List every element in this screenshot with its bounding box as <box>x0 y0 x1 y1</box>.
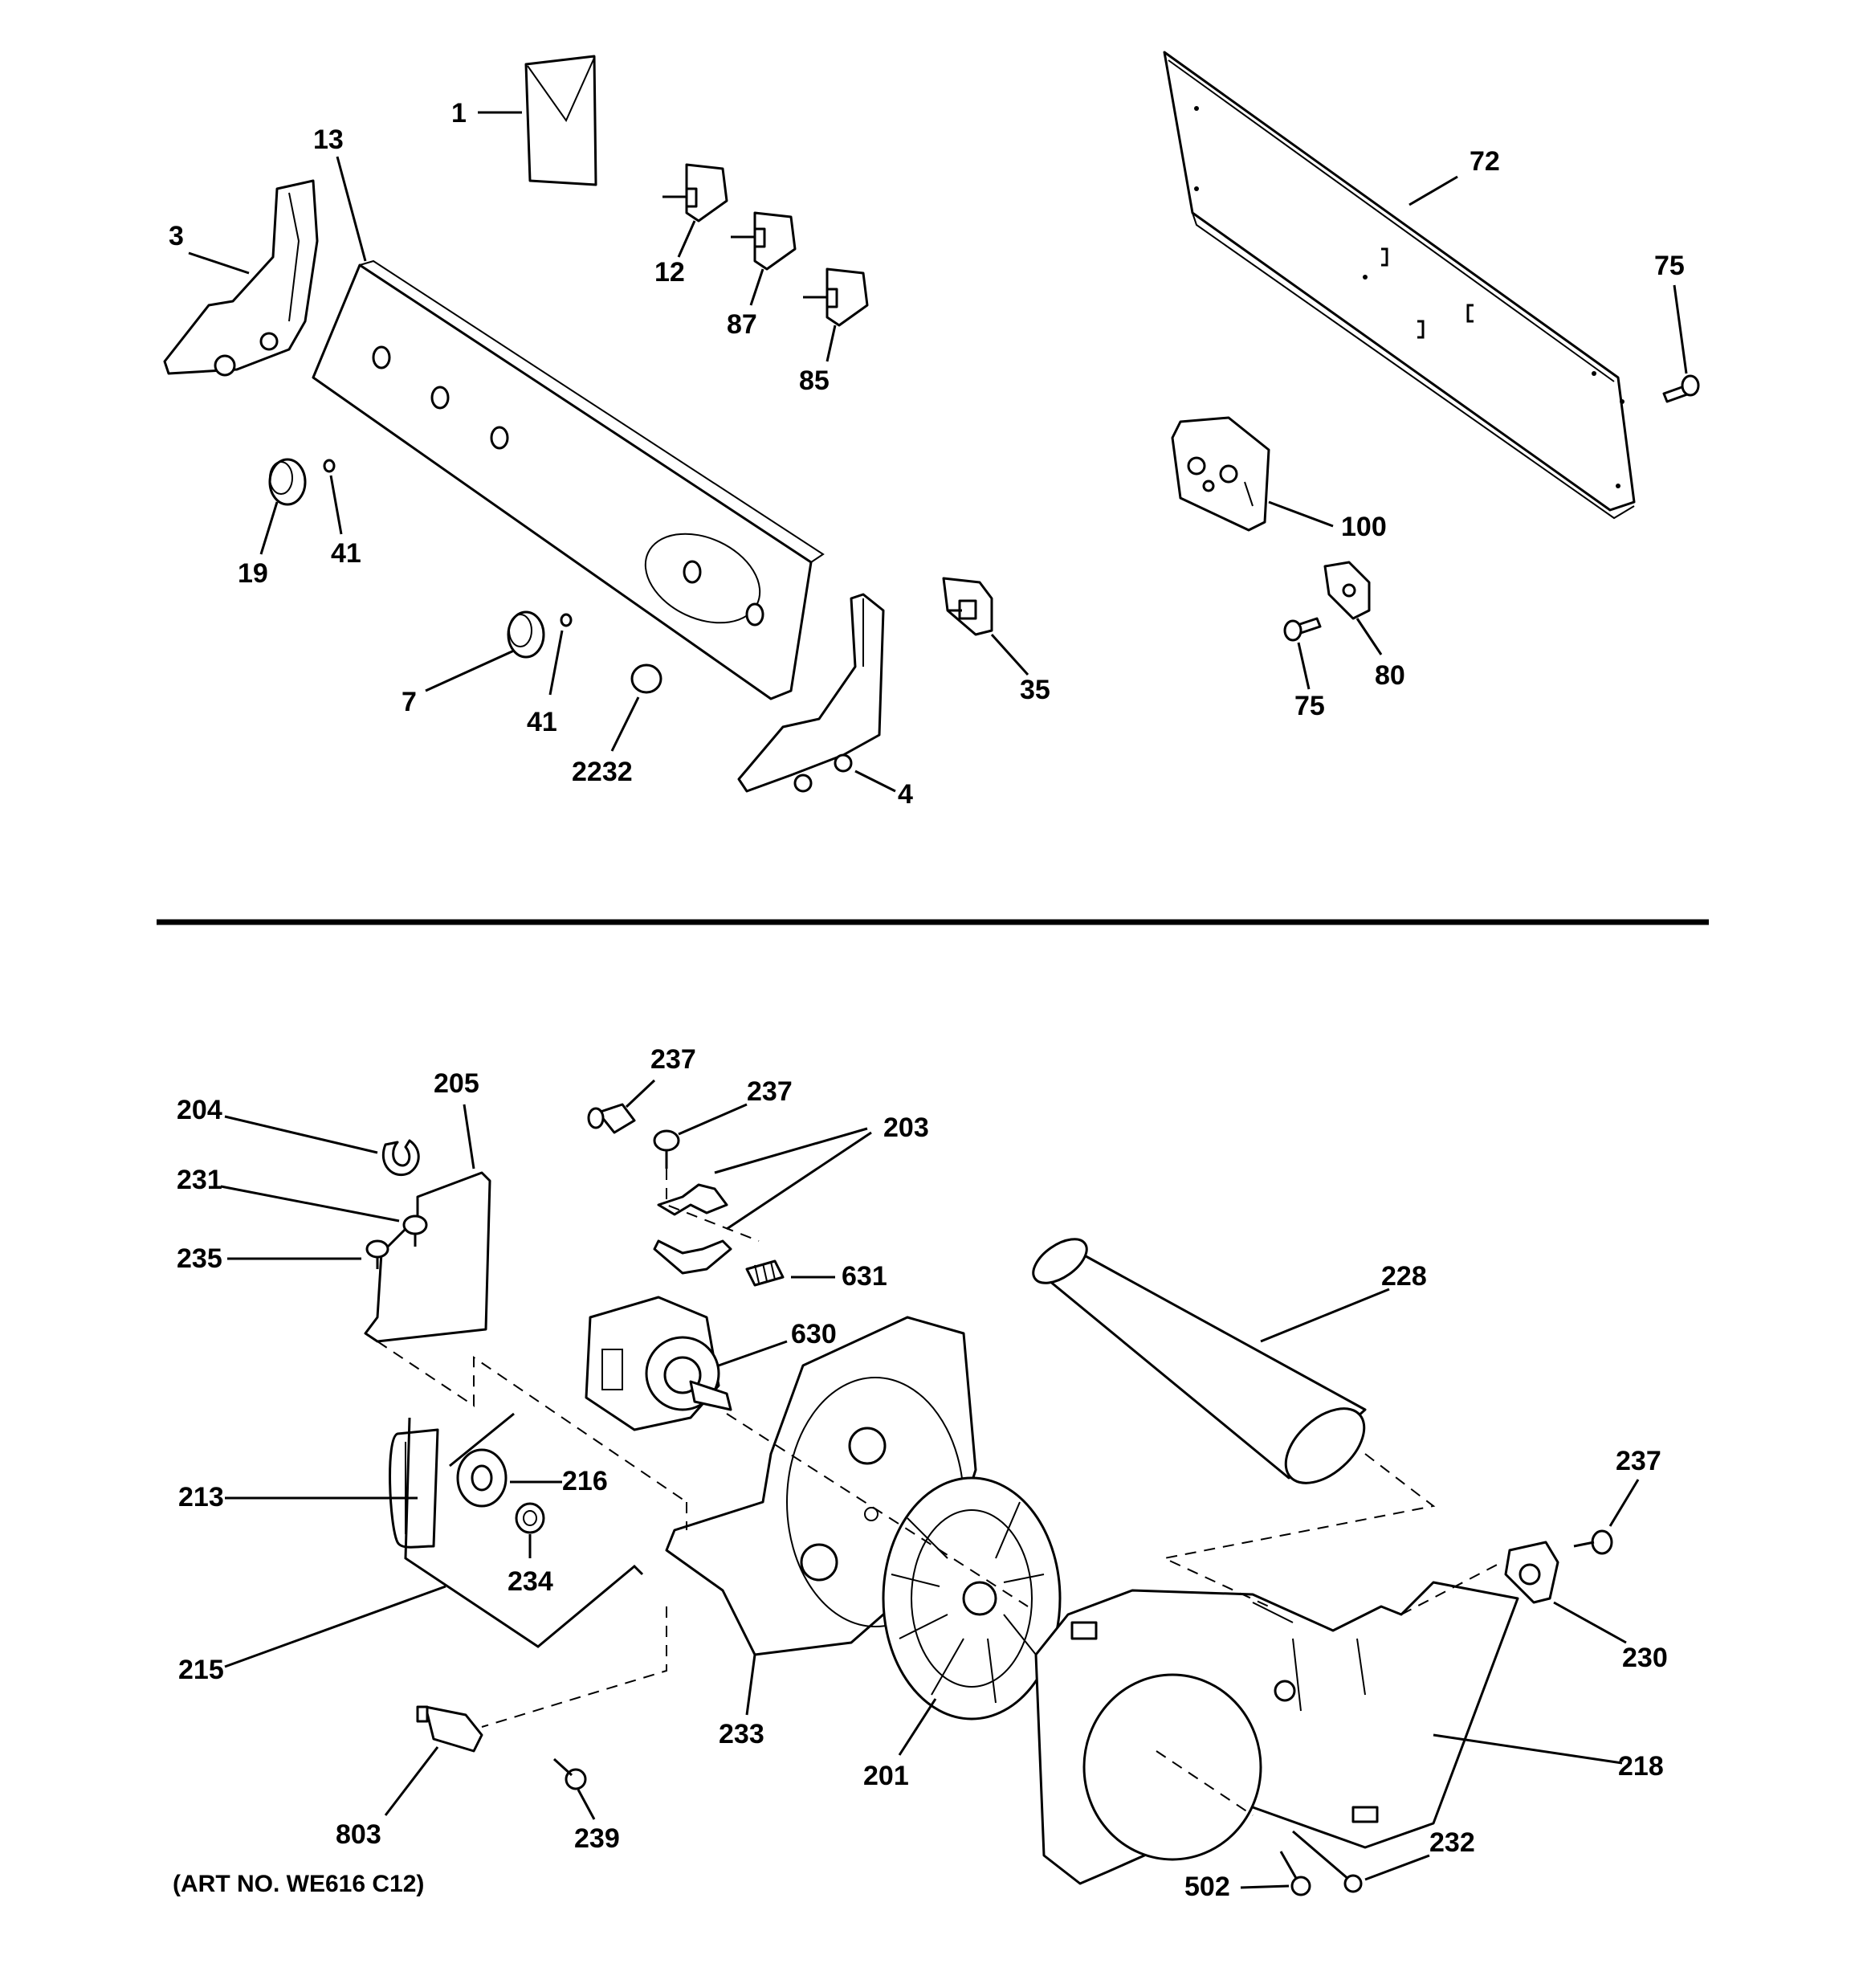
art-number-label: (ART NO. WE616 C12) <box>173 1871 424 1897</box>
part-213-belt <box>389 1428 439 1549</box>
callout-803: 803 <box>336 1819 381 1850</box>
part-228-duct <box>1032 1238 1367 1484</box>
part-201-blower-wheel <box>882 1476 1062 1721</box>
callout-239: 239 <box>574 1823 620 1854</box>
callout-237-a: 237 <box>650 1044 696 1075</box>
callout-2232: 2232 <box>572 757 633 787</box>
part-72-rear-panel <box>1163 51 1636 520</box>
part-205-motor-bracket <box>364 1171 491 1343</box>
part-35-switch <box>942 577 993 636</box>
callout-216: 216 <box>562 1466 608 1496</box>
part-235-screw <box>365 1239 389 1269</box>
part-2232-plug <box>630 663 662 694</box>
part-502-screw <box>1279 1851 1311 1896</box>
callout-228: 228 <box>1381 1261 1427 1292</box>
callout-232: 232 <box>1429 1827 1475 1858</box>
callout-237-c: 237 <box>1616 1446 1661 1476</box>
part-630-motor <box>585 1296 732 1431</box>
callout-35: 35 <box>1020 675 1050 705</box>
part-1-sheet <box>524 55 597 186</box>
callout-203: 203 <box>883 1112 929 1143</box>
part-239-screw <box>552 1757 587 1790</box>
callout-3: 3 <box>169 221 184 251</box>
part-803-switch <box>416 1705 483 1753</box>
callout-218: 218 <box>1618 1751 1664 1782</box>
part-41-clip-a <box>323 459 336 473</box>
callout-233: 233 <box>719 1719 764 1749</box>
callout-215: 215 <box>178 1655 224 1685</box>
part-237-screw-c <box>1573 1529 1613 1555</box>
part-234-idler-pulley-wheel <box>515 1502 545 1534</box>
part-215-idler-arm <box>404 1417 644 1648</box>
callout-204: 204 <box>177 1095 222 1125</box>
part-12-switch <box>662 163 728 222</box>
part-41-clip-b <box>560 613 573 627</box>
part-230-thermostat <box>1504 1541 1559 1604</box>
part-13-control-panel <box>312 259 825 700</box>
callout-75-lower: 75 <box>1294 691 1325 721</box>
callout-502: 502 <box>1184 1872 1230 1902</box>
part-87-switch <box>731 211 797 271</box>
callout-205: 205 <box>434 1068 479 1099</box>
part-237-screw-b <box>653 1129 680 1169</box>
callout-80: 80 <box>1375 660 1405 691</box>
assembly-guide-lines <box>377 1169 1502 1816</box>
callout-7: 7 <box>402 687 417 717</box>
part-4-end-cap-right <box>737 593 885 793</box>
callout-631: 631 <box>842 1261 887 1292</box>
callout-235: 235 <box>177 1243 222 1274</box>
callout-213: 213 <box>178 1482 224 1512</box>
part-237-bolt-a <box>587 1103 636 1134</box>
part-218-blower-housing <box>1034 1581 1519 1885</box>
part-85-switch <box>803 267 869 327</box>
part-216-idler-pulley <box>449 1412 515 1508</box>
part-75-screw-lower <box>1283 617 1322 642</box>
callout-234: 234 <box>508 1566 553 1597</box>
callout-72: 72 <box>1470 146 1500 177</box>
callout-85: 85 <box>799 365 830 396</box>
part-232-long-screw <box>1292 1830 1363 1893</box>
callout-1: 1 <box>451 98 467 129</box>
callout-13: 13 <box>313 125 344 155</box>
callout-41-b: 41 <box>527 707 557 737</box>
callout-237-b: 237 <box>747 1076 793 1107</box>
part-3-end-cap-left <box>163 179 319 377</box>
part-631-capacitor <box>745 1259 785 1287</box>
part-7-knob <box>507 610 545 659</box>
part-19-knob <box>268 458 307 506</box>
part-203-clamp <box>653 1183 732 1275</box>
callout-87: 87 <box>727 309 757 340</box>
part-231-screw <box>402 1214 428 1247</box>
callout-4: 4 <box>898 779 913 810</box>
callout-231: 231 <box>177 1165 222 1195</box>
callout-12: 12 <box>654 257 685 288</box>
callout-41-a: 41 <box>331 538 361 569</box>
callout-19: 19 <box>238 558 268 589</box>
part-204-clip <box>381 1139 420 1176</box>
callout-100: 100 <box>1341 512 1387 542</box>
part-75-screw-upper <box>1662 374 1700 403</box>
part-80-bracket <box>1323 561 1371 620</box>
callout-201: 201 <box>863 1761 909 1791</box>
part-100-timer <box>1171 416 1270 532</box>
callout-230: 230 <box>1622 1643 1668 1673</box>
callout-75-upper: 75 <box>1654 251 1685 281</box>
callout-630: 630 <box>791 1319 837 1349</box>
